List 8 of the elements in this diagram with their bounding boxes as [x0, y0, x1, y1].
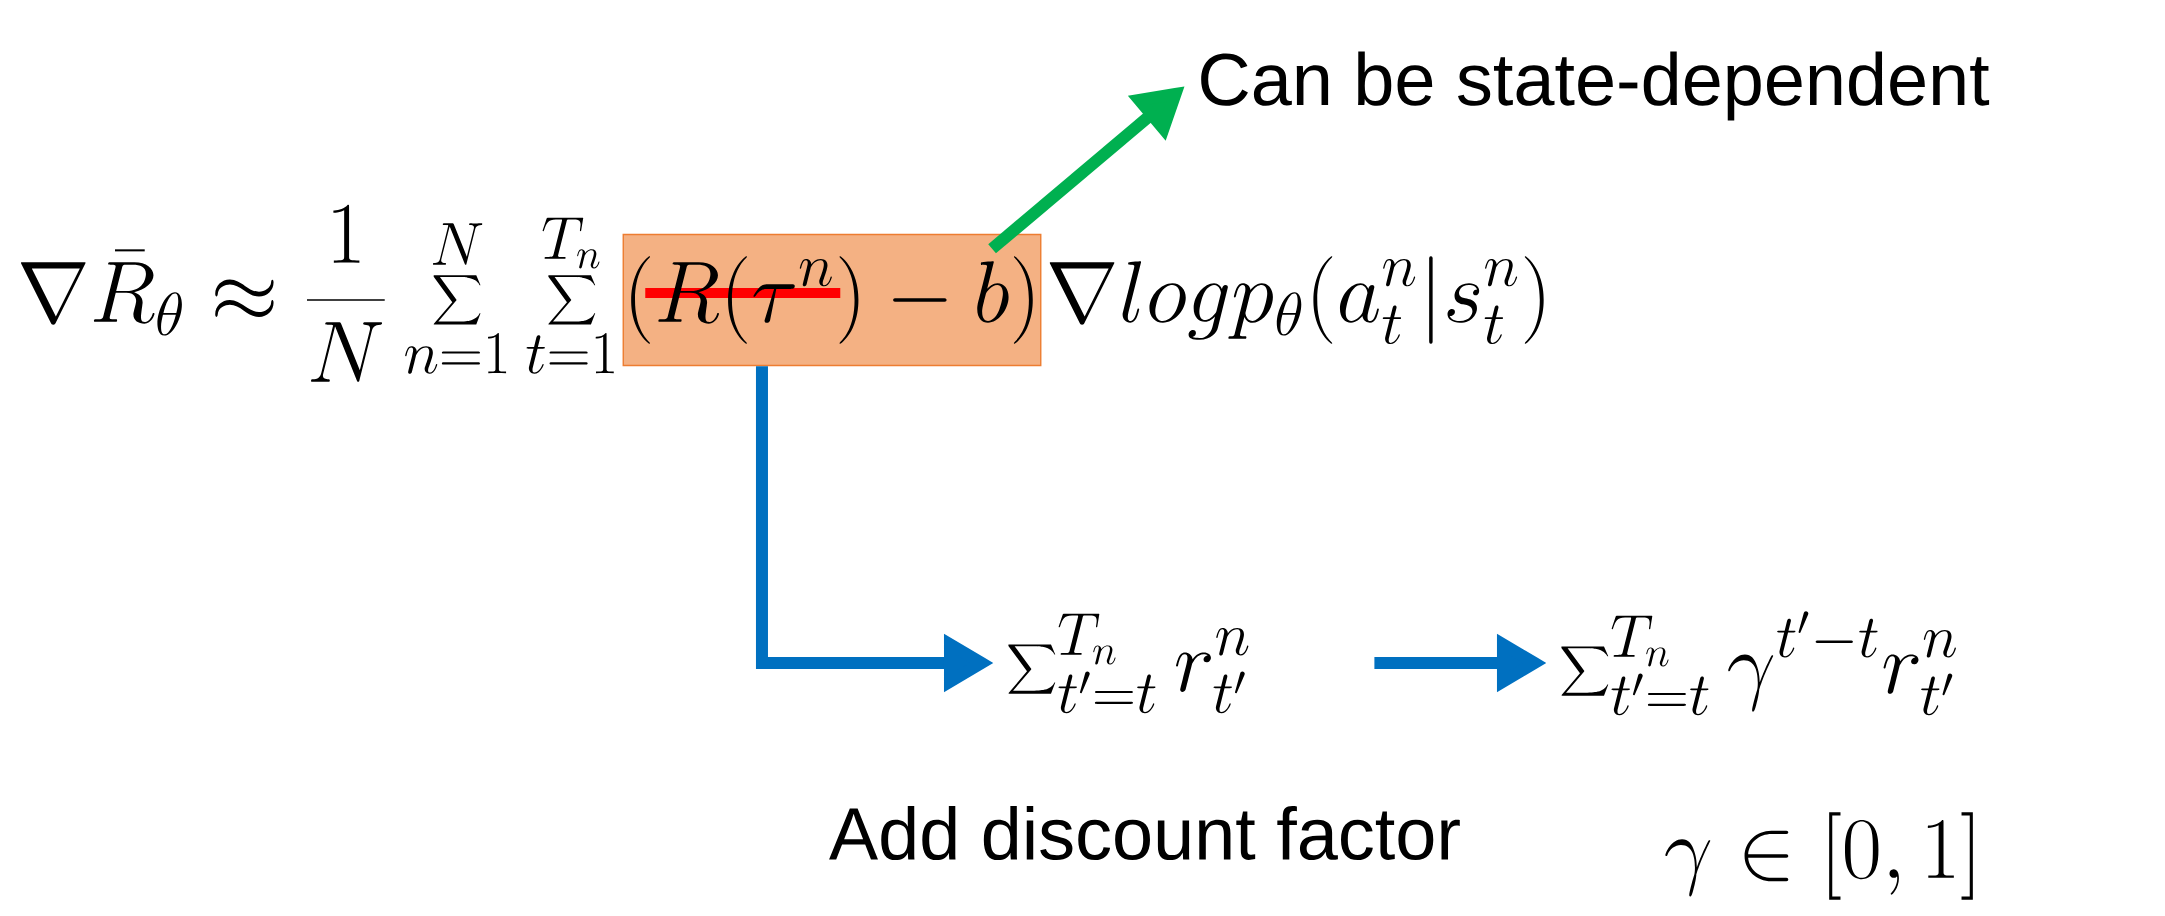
formula: $\sum\nolimits_{t'=t}^{T_n} r_{t'}^{n}$: [1008, 613, 1249, 714]
formula: $\sum\nolimits_{t'=t}^{T_n} \gamma^{t'-t} r_{t'}^{n}$: [1561, 611, 1956, 716]
highlight-box: $(R(\tau^n)-b)$: [622, 233, 1042, 367]
formula: $\nabla log p_\theta(a_t^n|s_t^n)$: [1049, 256, 1544, 345]
formula: $\gamma \in [0,1]$: [1665, 812, 1973, 900]
note-text: Can be state-dependent: [1201, 51, 1990, 121]
caption-text: Add discount factor: [829, 805, 1460, 861]
formula: $\nabla \bar{R}_\theta \approx \frac{1}{N}\sum_{n=1}^{N}\sum_{t=1}^{T_n}$: [21, 204, 614, 382]
